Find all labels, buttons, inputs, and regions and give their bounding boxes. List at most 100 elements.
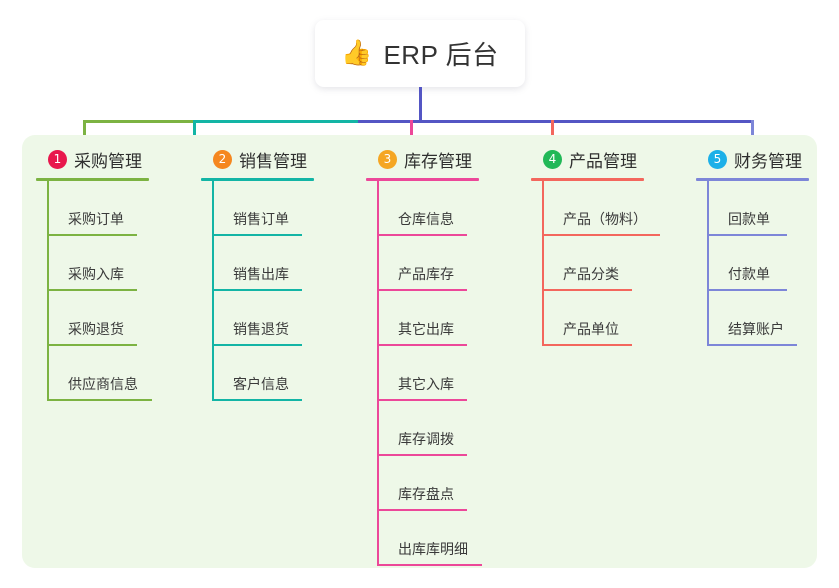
list-item-label: 库存调拨 xyxy=(398,431,454,447)
column-rail xyxy=(542,181,544,346)
list-item-label: 产品库存 xyxy=(398,266,454,282)
drop-line-库存管理 xyxy=(410,120,413,146)
list-item-label: 产品单位 xyxy=(563,321,619,337)
list-item[interactable]: 结算账户 xyxy=(696,291,809,346)
list-item-rule xyxy=(212,344,302,346)
list-item[interactable]: 采购退货 xyxy=(36,291,149,346)
column-items: 采购订单采购入库采购退货供应商信息 xyxy=(36,181,152,401)
column-title: 产品管理 xyxy=(569,151,637,171)
column-产品管理: 4 产品管理产品（物料） 产品分类产品单位 xyxy=(531,146,660,346)
list-item-rule xyxy=(212,399,302,401)
list-item-rule xyxy=(377,454,467,456)
column-index-badge: 3 xyxy=(378,149,397,169)
list-item-label: 回款单 xyxy=(728,211,770,227)
bus-segment-2 xyxy=(193,120,358,123)
list-item[interactable]: 销售退货 xyxy=(201,291,314,346)
list-item[interactable]: 产品库存 xyxy=(366,236,479,291)
list-item-label: 采购入库 xyxy=(68,266,124,282)
list-item[interactable]: 供应商信息 xyxy=(36,346,152,401)
list-item-rule xyxy=(377,399,467,401)
list-item[interactable]: 产品（物料） xyxy=(531,181,660,236)
column-库存管理: 3 库存管理仓库信息产品库存其它出库其它入库库存调拨库存盘点出库库明细 xyxy=(366,146,482,566)
list-item-label: 采购退货 xyxy=(68,321,124,337)
column-销售管理: 2 销售管理销售订单销售出库销售退货客户信息 xyxy=(201,146,314,401)
column-title: 销售管理 xyxy=(239,151,307,171)
drop-line-采购管理 xyxy=(83,120,86,146)
list-item-label: 采购订单 xyxy=(68,211,124,227)
list-item-rule xyxy=(377,564,482,566)
column-index-badge: 1 xyxy=(48,149,67,169)
column-header-销售管理[interactable]: 2 销售管理 xyxy=(201,146,314,172)
list-item[interactable]: 其它出库 xyxy=(366,291,479,346)
list-item[interactable]: 销售出库 xyxy=(201,236,314,291)
list-item-rule xyxy=(542,344,632,346)
list-item[interactable]: 客户信息 xyxy=(201,346,314,401)
list-item-rule xyxy=(377,234,467,236)
list-item[interactable]: 采购入库 xyxy=(36,236,149,291)
column-rail xyxy=(212,181,214,401)
list-item[interactable]: 回款单 xyxy=(696,181,809,236)
list-item-rule xyxy=(707,234,787,236)
list-item-rule xyxy=(377,509,467,511)
list-item-label: 其它出库 xyxy=(398,321,454,337)
list-item-label: 出库库明细 xyxy=(398,541,468,557)
drop-line-产品管理 xyxy=(551,120,554,146)
list-item-rule xyxy=(377,344,467,346)
column-title: 库存管理 xyxy=(404,151,472,171)
list-item[interactable]: 产品分类 xyxy=(531,236,644,291)
root-node-card[interactable]: 👍 ERP 后台 xyxy=(315,20,525,87)
column-header-rule xyxy=(366,178,479,181)
list-item[interactable]: 产品单位 xyxy=(531,291,644,346)
list-item-rule xyxy=(212,289,302,291)
list-item[interactable]: 出库库明细 xyxy=(366,511,482,566)
bus-segment-3 xyxy=(358,120,751,123)
column-header-rule xyxy=(201,178,314,181)
column-index-badge: 4 xyxy=(543,149,562,169)
list-item[interactable]: 仓库信息 xyxy=(366,181,479,236)
list-item-rule xyxy=(707,289,787,291)
list-item[interactable]: 库存调拨 xyxy=(366,401,479,456)
list-item-rule xyxy=(47,399,152,401)
column-rail xyxy=(47,181,49,401)
list-item[interactable]: 其它入库 xyxy=(366,346,479,401)
column-header-库存管理[interactable]: 3 库存管理 xyxy=(366,146,479,172)
drop-line-财务管理 xyxy=(751,120,754,146)
column-header-rule xyxy=(531,178,644,181)
list-item-label: 仓库信息 xyxy=(398,211,454,227)
column-rail xyxy=(707,181,709,346)
list-item-rule xyxy=(542,234,660,236)
list-item-label: 销售出库 xyxy=(233,266,289,282)
list-item-label: 库存盘点 xyxy=(398,486,454,502)
column-items: 回款单付款单结算账户 xyxy=(696,181,809,346)
column-title: 财务管理 xyxy=(734,151,802,171)
column-index-badge: 2 xyxy=(213,149,232,169)
list-item-rule xyxy=(707,344,797,346)
list-item-label: 供应商信息 xyxy=(68,376,138,392)
list-item-label: 结算账户 xyxy=(728,321,784,337)
thumbs-up-icon: 👍 xyxy=(341,39,373,67)
bus-segment-1 xyxy=(83,120,193,123)
list-item-rule xyxy=(377,289,467,291)
list-item[interactable]: 销售订单 xyxy=(201,181,314,236)
column-title: 采购管理 xyxy=(74,151,142,171)
list-item-label: 付款单 xyxy=(728,266,770,282)
column-header-产品管理[interactable]: 4 产品管理 xyxy=(531,146,644,172)
list-item-rule xyxy=(47,344,137,346)
branches-panel xyxy=(22,135,817,568)
root-node-title: ERP 后台 xyxy=(383,40,499,70)
list-item[interactable]: 采购订单 xyxy=(36,181,149,236)
list-item[interactable]: 付款单 xyxy=(696,236,809,291)
list-item-rule xyxy=(47,234,137,236)
column-rail xyxy=(377,181,379,566)
list-item-label: 销售订单 xyxy=(233,211,289,227)
root-stem-line xyxy=(419,87,422,123)
column-header-rule xyxy=(36,178,149,181)
column-items: 产品（物料） 产品分类产品单位 xyxy=(531,181,660,346)
list-item[interactable]: 库存盘点 xyxy=(366,456,479,511)
column-items: 仓库信息产品库存其它出库其它入库库存调拨库存盘点出库库明细 xyxy=(366,181,482,566)
list-item-label: 产品分类 xyxy=(563,266,619,282)
list-item-label: 其它入库 xyxy=(398,376,454,392)
column-header-采购管理[interactable]: 1 采购管理 xyxy=(36,146,149,172)
